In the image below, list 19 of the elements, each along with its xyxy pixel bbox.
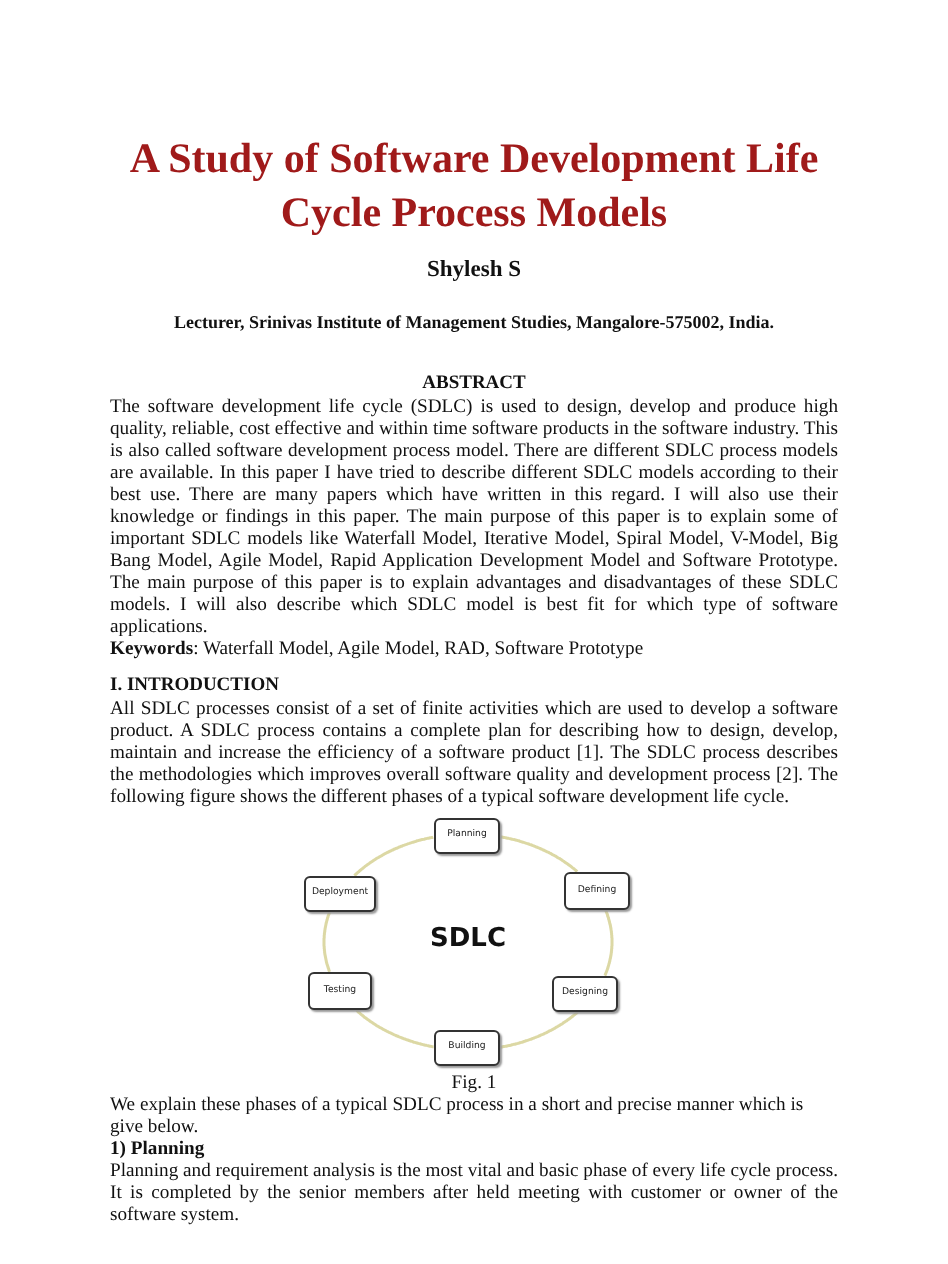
- body-paragraph: Planning and requirement analysis is the most vital and basic phase of every life cycle process. It is completed by the senior members after held meeting with customer or owner of the software system.: [110, 1160, 838, 1226]
- cycle-arc: [353, 835, 435, 877]
- paper-title: A Study of Software Development Life Cycle Process Models: [127, 132, 821, 240]
- section-heading: ABSTRACT: [420, 374, 528, 396]
- figure-caption: Fig. 1: [449, 1072, 499, 1094]
- subsection-heading: 1) Planning: [110, 1138, 207, 1160]
- abstract-paragraph: The software development life cycle (SDLC) is used to design, develop and produce high quality, reliable, cost effective and within time software products in the software industry. This is also called software development process model. There are different SDLC process models are available. In this paper I have tried to describe different SDLC models according to their best use. There are many papers which have written in this regard. I will also use their knowledge or findings in this paper. The main purpose of this paper is to explain some of important SDLC models like Waterfall Model, Iterative Model, Spiral Model, V-Model, Big Bang Model, Agile Model, Rapid Application Development Model and Software Prototype. The main purpose of this paper is to explain advantages and disadvantages of these SDLC models. I will also describe which SDLC model is best fit for which type of software applications.: [110, 396, 838, 638]
- body-paragraph: All SDLC processes consist of a set of finite activities which are used to develop a software product. A SDLC process contains a complete plan for describing how to design, develop, maintain and increase the efficiency of a software product [1]. The SDLC process describes the methodologies which improves overall software quality and development process [2]. The following figure shows the different phases of a typical software development life cycle.: [110, 698, 838, 808]
- cycle-arc: [499, 835, 579, 873]
- keywords-line: Keywords: Waterfall Model, Agile Model, RAD, Software Prototype: [110, 638, 646, 660]
- cycle-arc: [355, 1009, 435, 1049]
- cycle-arc: [603, 909, 614, 977]
- author-name: Shylesh S: [425, 256, 523, 284]
- affiliation-text: Lecturer, Srinivas Institute of Management Studies, Mangalore-575002, India.: [171, 312, 777, 334]
- center-label: SDLC: [428, 924, 508, 956]
- cycle-arc: [322, 911, 332, 973]
- body-text: We explain these phases of a typical SDLC process in a short and precise manner which is give below.: [110, 1094, 806, 1138]
- cycle-arc: [499, 1011, 579, 1049]
- section-heading: I. INTRODUCTION: [110, 676, 281, 698]
